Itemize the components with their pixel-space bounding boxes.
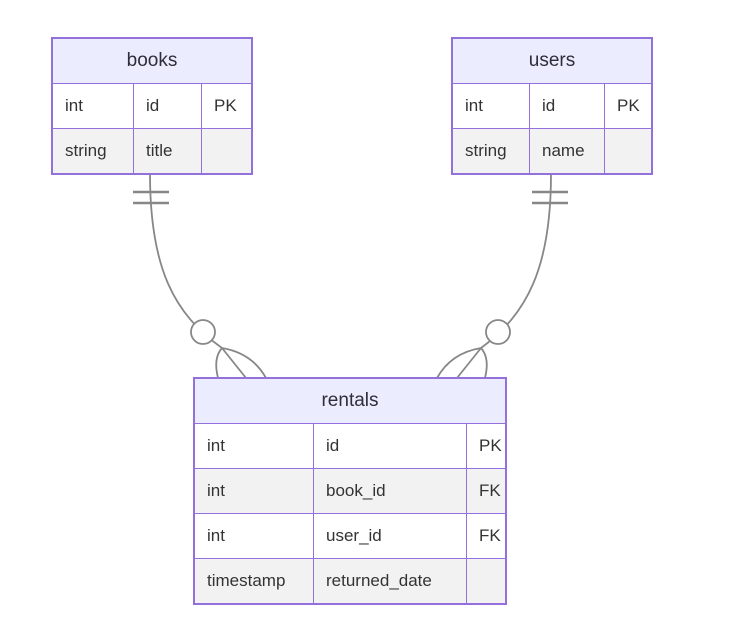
- entity-title: users: [528, 50, 576, 71]
- entity-header: users: [453, 39, 651, 84]
- crow-foot-prong: [456, 347, 482, 379]
- entity-header: books: [53, 39, 251, 84]
- cell-attribute: id: [530, 84, 604, 128]
- cell-key: [467, 559, 505, 603]
- crow-foot-prong: [215, 347, 223, 379]
- cell-type: int: [195, 514, 313, 558]
- cell-attribute: id: [314, 424, 466, 468]
- cell-attribute: name: [530, 129, 604, 173]
- cell-key: FK: [467, 469, 505, 513]
- relationship-curve: [149, 173, 223, 349]
- relationship-users-rentals: [436, 173, 568, 379]
- entity-header: rentals: [195, 379, 505, 424]
- cell-key: PK: [202, 84, 251, 128]
- attribute-table: int id PK string name: [453, 84, 651, 173]
- cell-type: int: [53, 84, 133, 128]
- cell-type: int: [195, 469, 313, 513]
- entity-users: users int id PK string name: [451, 37, 653, 175]
- entity-title: books: [126, 50, 178, 71]
- attribute-table: int id PK int book_id FK int user_id FK …: [195, 424, 505, 603]
- cell-key: PK: [467, 424, 505, 468]
- entity-title: rentals: [321, 390, 379, 411]
- crow-foot-prong: [480, 347, 488, 379]
- cardinality-zero-circle: [190, 319, 216, 345]
- cell-type: int: [195, 424, 313, 468]
- cell-type: timestamp: [195, 559, 313, 603]
- attribute-table: int id PK string title: [53, 84, 251, 173]
- cell-attribute: title: [134, 129, 201, 173]
- cell-type: string: [453, 129, 529, 173]
- cell-attribute: user_id: [314, 514, 466, 558]
- cell-key: PK: [605, 84, 651, 128]
- crow-foot-prong: [436, 347, 482, 379]
- cell-key: [605, 129, 651, 173]
- cell-type: string: [53, 129, 133, 173]
- relationship-books-rentals: [133, 173, 267, 379]
- crow-foot-prong: [221, 347, 267, 379]
- cell-key: FK: [467, 514, 505, 558]
- cell-type: int: [453, 84, 529, 128]
- crow-foot-prong: [221, 347, 247, 379]
- entity-books: books int id PK string title: [51, 37, 253, 175]
- cardinality-zero-circle: [485, 319, 511, 345]
- cell-attribute: returned_date: [314, 559, 466, 603]
- cell-attribute: book_id: [314, 469, 466, 513]
- cell-attribute: id: [134, 84, 201, 128]
- cell-key: [202, 129, 251, 173]
- entity-rentals: rentals int id PK int book_id FK int use…: [193, 377, 507, 605]
